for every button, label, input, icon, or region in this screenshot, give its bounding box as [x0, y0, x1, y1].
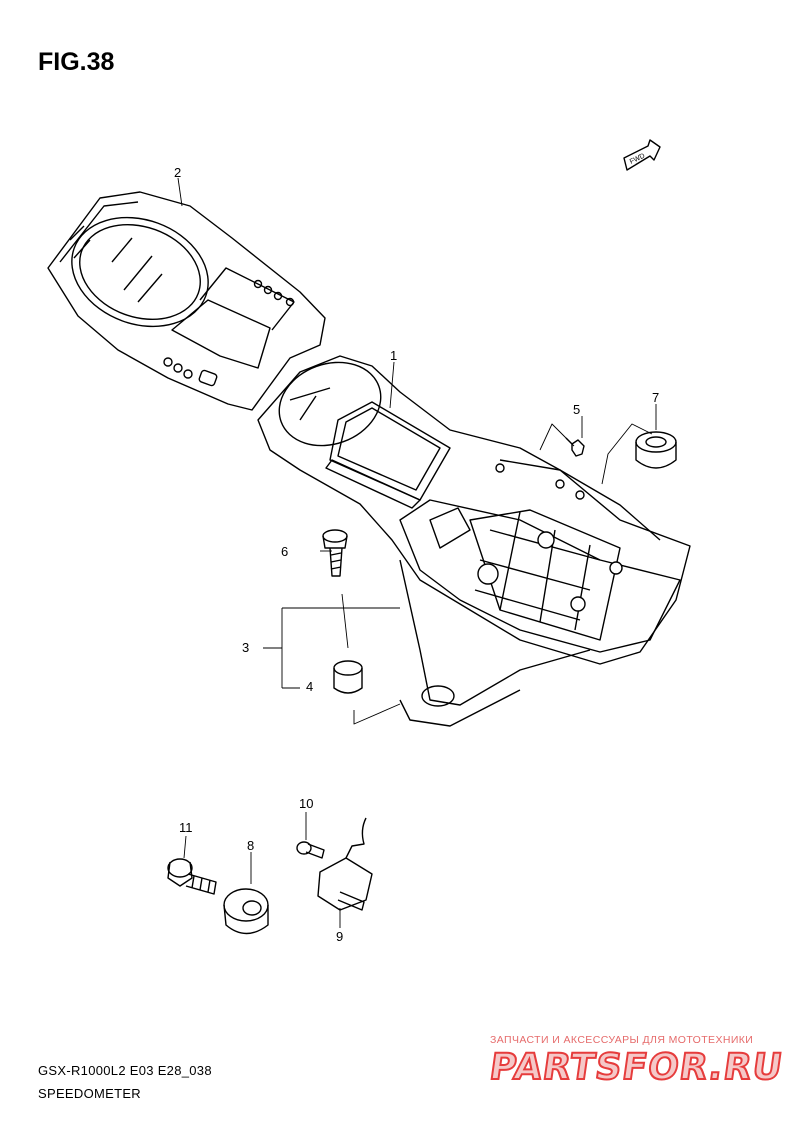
bolt-small-part	[167, 858, 217, 895]
grommet-part	[635, 431, 677, 469]
fwd-arrow-icon: FWD	[623, 139, 661, 171]
meter-cover-part	[47, 191, 326, 411]
callout-6: 6	[281, 544, 288, 559]
cushion-part	[333, 660, 363, 694]
callout-10: 10	[299, 796, 313, 811]
nut-part	[223, 888, 269, 935]
screw-small-part	[296, 841, 325, 859]
callout-11: 11	[179, 820, 193, 835]
callout-3: 3	[242, 640, 249, 655]
callout-5: 5	[573, 402, 580, 417]
bolt-part	[322, 529, 348, 577]
callout-2: 2	[174, 165, 181, 180]
watermark-tagline: ЗАПЧАСТИ И АКСЕССУАРЫ ДЛЯ МОТОТЕХНИКИ	[490, 1034, 754, 1046]
meter-assembly-part	[257, 355, 691, 727]
callout-numbers: 1 2 3 4 5 6 7 8 9 10 11	[174, 165, 659, 944]
callout-4: 4	[306, 679, 313, 694]
model-code: GSX-R1000L2 E03 E28_038	[38, 1063, 212, 1078]
callout-1: 1	[390, 348, 397, 363]
callout-7: 7	[652, 390, 659, 405]
callout-9: 9	[336, 929, 343, 944]
callout-8: 8	[247, 838, 254, 853]
section-name: SPEEDOMETER	[38, 1086, 141, 1101]
watermark-logo: PARTSFOR.RU	[486, 1046, 787, 1089]
speed-sensor-part	[317, 817, 373, 911]
figure-title: FIG.38	[38, 48, 115, 76]
